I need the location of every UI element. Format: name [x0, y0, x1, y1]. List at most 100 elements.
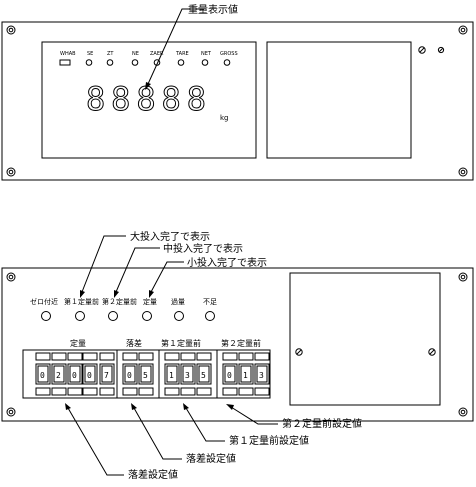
lamp-label: ゼロ付近 [30, 297, 58, 306]
drop-digit: 5 [143, 371, 148, 380]
drop-digit: 0 [127, 371, 132, 380]
thumbwheel-block [22, 349, 271, 399]
thumbwheel-part [222, 352, 238, 361]
indicator-label: NE [132, 51, 139, 57]
thumbwheel-part [122, 363, 138, 385]
thumbwheel-part [238, 387, 254, 396]
thumbwheel-part [69, 365, 81, 383]
indicator-led [223, 59, 231, 66]
thumbwheel-part [82, 387, 98, 396]
thumbwheel-part [196, 352, 212, 361]
thumbwheel-part [37, 365, 49, 383]
leader-line [150, 261, 184, 293]
thumbwheel-part [122, 352, 138, 361]
lamp-label: 第２定量前 [102, 297, 137, 306]
second-digit: 3 [259, 371, 264, 380]
arrow-head [80, 290, 85, 298]
weight-callout-label: 重量表示値 [188, 3, 238, 16]
first-setpoint-callout: 第１定量前設定値 [229, 434, 309, 447]
leader-line [185, 407, 225, 442]
leader-line [133, 407, 182, 460]
setpoint-digit: 7 [104, 371, 109, 380]
indicator-led [201, 59, 209, 66]
screw-slot-icon [418, 46, 426, 54]
indicator-label: ZAER [150, 51, 164, 57]
thumbwheel-part [82, 352, 98, 361]
thumbwheel-part [35, 363, 51, 385]
first-digit: 3 [185, 371, 190, 380]
thumbwheel-part [164, 363, 180, 385]
arrow-head [131, 403, 137, 410]
leader-line [115, 247, 160, 293]
thumbwheel-part [238, 352, 254, 361]
status-lamp [41, 311, 51, 321]
group-label-second: 第２定量前 [221, 338, 261, 348]
arrow-head [65, 403, 71, 410]
thumbwheel-part [101, 365, 113, 383]
thumbwheel-part [238, 363, 254, 385]
small-callout-label: 小投入完了で表示 [187, 256, 267, 269]
thumbwheel-switches [35, 350, 270, 398]
indicator-led [131, 59, 139, 66]
thumbwheel-part [222, 387, 238, 396]
thumbwheel-part [180, 387, 196, 396]
thumbwheel-part [99, 387, 115, 396]
second-setpoint-callout: 第２定量前設定値 [282, 417, 362, 430]
thumbwheel-part [53, 365, 65, 383]
thumbwheel-part [196, 363, 212, 385]
indicator-label: WHAB [60, 51, 76, 57]
indicator-label: SE [87, 51, 93, 57]
bottom-panel-frame [1, 267, 474, 422]
leader-line [67, 407, 124, 476]
status-lamp [142, 311, 152, 321]
top-panel: WHAB SE ZT NE ZAER TARE NET GROSS 88888 … [1, 3, 474, 181]
thumbwheel-part [198, 365, 210, 383]
unit-label: kg [220, 114, 229, 122]
status-lamp [108, 311, 118, 321]
indicator-led [59, 59, 71, 66]
thumbwheel-part [122, 387, 138, 396]
thumbwheel-part [51, 363, 67, 385]
thumbwheel-part [67, 363, 83, 385]
setpoint-callout: 落差設定値 [128, 468, 178, 481]
drop-setpoint-callout: 落差設定値 [186, 452, 236, 465]
screw-icon [6, 407, 16, 417]
thumbwheel-part [164, 387, 180, 396]
large-callout-label: 大投入完了で表示 [130, 230, 210, 243]
setpoint-digit: 0 [72, 371, 77, 380]
lamp-label: 不足 [203, 298, 217, 306]
arrow-head [114, 290, 119, 298]
arrow-head [226, 404, 234, 410]
thumbwheel-part [140, 365, 152, 383]
thumbwheel-part [180, 363, 196, 385]
thumbwheel-part [138, 387, 154, 396]
second-digit: 1 [243, 371, 248, 380]
indicator-label: TARE [175, 51, 189, 57]
thumbwheel-part [51, 387, 67, 396]
group-label-setpoint: 定量 [70, 338, 86, 348]
first-digit: 5 [201, 371, 206, 380]
thumbwheel-part [99, 352, 115, 361]
thumbwheel-part [180, 352, 196, 361]
thumbwheel-part [224, 365, 236, 383]
thumbwheel-part [256, 365, 268, 383]
thumbwheel-part [51, 352, 67, 361]
thumbwheel-part [240, 365, 252, 383]
setpoint-digit: 2 [56, 371, 61, 380]
bottom-blank-window [289, 272, 441, 406]
arrow-head [145, 82, 151, 90]
weight-display-window [41, 41, 257, 159]
thumbwheel-part [84, 365, 96, 383]
screw-slot-icon [437, 46, 445, 54]
indicator-labels: WHAB SE ZT NE ZAER TARE NET GROSS [60, 51, 238, 57]
indicator-label: NET [201, 51, 212, 57]
thumbwheel-part [222, 363, 238, 385]
thumbwheel-part [254, 387, 270, 396]
bottom-panel: 大投入完了で表示 中投入完了で表示 小投入完了で表示 ゼロ付近 第１定量前 第２… [1, 230, 474, 481]
indicator-label: ZT [107, 51, 114, 57]
screw-icon [458, 407, 468, 417]
setpoint-digit: 0 [40, 371, 45, 380]
thumbwheel-part [254, 363, 270, 385]
thumbwheel-part [82, 363, 98, 385]
